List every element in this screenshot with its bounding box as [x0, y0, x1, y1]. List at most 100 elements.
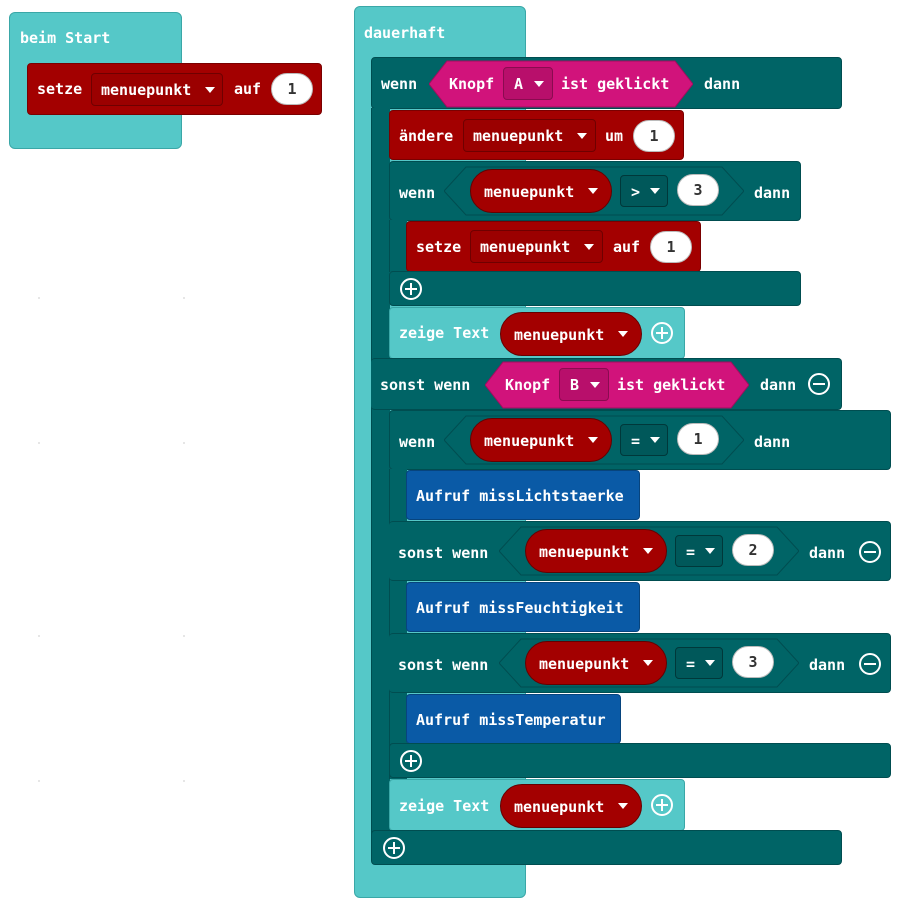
button-key-dropdown[interactable]: B [559, 368, 609, 401]
variable-dropdown[interactable]: menuepunkt [91, 73, 223, 106]
if-equals-footer [389, 743, 891, 778]
caret-down-icon [584, 244, 594, 250]
if-spine [371, 108, 390, 853]
to-keyword: auf [234, 80, 262, 98]
number-input[interactable]: 2 [732, 534, 774, 566]
caret-down-icon [577, 133, 587, 139]
minus-circle-icon[interactable] [859, 541, 881, 563]
button-key: A [514, 75, 524, 93]
variable-reporter[interactable]: menuepunkt [525, 641, 667, 685]
function-call-label: Aufruf missLichtstaerke [416, 487, 624, 505]
then-keyword: dann [754, 184, 791, 202]
minus-circle-icon[interactable] [859, 653, 881, 675]
then-keyword: dann [809, 544, 846, 562]
variable-name: menuepunkt [514, 798, 605, 816]
number-input[interactable]: 1 [650, 231, 692, 263]
if-else-block[interactable]: wenn Knopf A ist geklickt dann [371, 57, 842, 109]
operator: = [631, 432, 641, 450]
operator-dropdown[interactable]: > [620, 175, 668, 207]
variable-name: menuepunkt [539, 543, 630, 561]
set-variable-block[interactable]: setze menuepunkt auf 1 [27, 63, 322, 115]
if-else-footer [371, 830, 842, 865]
caret-down-icon [618, 803, 628, 809]
if-keyword: wenn [399, 433, 436, 451]
plus-circle-icon[interactable] [383, 837, 405, 859]
button-pressed-condition[interactable] [429, 58, 693, 110]
on-start-label: beim Start [20, 29, 111, 47]
set-variable-block[interactable]: setze menuepunkt auf 1 [406, 221, 701, 272]
caret-down-icon [643, 660, 653, 666]
function-call-label: Aufruf missTemperatur [416, 711, 606, 729]
variable-name: menuepunkt [484, 183, 575, 201]
button-key-dropdown[interactable]: A [503, 67, 553, 100]
number-input[interactable]: 1 [633, 120, 675, 152]
number-input[interactable]: 3 [732, 646, 774, 678]
clicked-label: ist geklickt [561, 75, 670, 93]
else-if-keyword: sonst wenn [398, 544, 489, 562]
variable-name: menuepunkt [514, 326, 605, 344]
forever-label: dauerhaft [364, 24, 446, 42]
plus-circle-icon[interactable] [400, 278, 422, 300]
show-text-keyword: zeige Text [399, 324, 490, 342]
caret-down-icon [534, 81, 544, 87]
clicked-label: ist geklickt [617, 376, 726, 394]
if-equals-spine [389, 469, 407, 779]
operator: > [631, 183, 641, 201]
number-input[interactable]: 1 [677, 423, 719, 455]
variable-reporter[interactable]: menuepunkt [525, 529, 667, 573]
variable-name: menuepunkt [480, 238, 571, 256]
variable-name: menuepunkt [539, 655, 630, 673]
show-text-keyword: zeige Text [399, 797, 490, 815]
caret-down-icon [705, 548, 715, 554]
then-keyword: dann [809, 656, 846, 674]
set-keyword: setze [416, 238, 462, 256]
then-keyword: dann [704, 75, 741, 93]
if-greater-block[interactable]: wenn menuepunkt > 3 dann [389, 161, 801, 221]
if-keyword: wenn [381, 75, 418, 93]
plus-circle-icon[interactable] [651, 794, 673, 816]
caret-down-icon [650, 437, 660, 443]
set-keyword: setze [37, 80, 83, 98]
function-call-label: Aufruf missFeuchtigkeit [416, 599, 624, 617]
button-key: B [570, 376, 580, 394]
caret-down-icon [618, 331, 628, 337]
caret-down-icon [650, 188, 660, 194]
variable-dropdown[interactable]: menuepunkt [470, 230, 603, 263]
change-variable-block[interactable]: ändere menuepunkt um 1 [389, 110, 684, 160]
function-call-block[interactable]: Aufruf missLichtstaerke [406, 470, 640, 520]
operator-dropdown[interactable]: = [675, 647, 723, 679]
then-keyword: dann [754, 433, 791, 451]
if-greater-footer [389, 271, 801, 306]
plus-circle-icon[interactable] [400, 750, 422, 772]
else-if-equals-3-block[interactable]: sonst wenn menuepunkt = 3 dann [389, 633, 891, 693]
else-if-keyword: sonst wenn [398, 656, 489, 674]
number-input[interactable]: 1 [271, 73, 313, 105]
variable-reporter[interactable]: menuepunkt [470, 169, 612, 213]
else-if-keyword: sonst wenn [380, 376, 471, 394]
operator-dropdown[interactable]: = [620, 424, 668, 456]
caret-down-icon [590, 382, 600, 388]
variable-name: menuepunkt [101, 81, 192, 99]
variable-reporter[interactable]: menuepunkt [500, 784, 642, 828]
show-text-block[interactable]: zeige Text menuepunkt [389, 307, 685, 359]
variable-reporter[interactable]: menuepunkt [500, 312, 642, 356]
function-call-block[interactable]: Aufruf missTemperatur [406, 694, 621, 744]
variable-dropdown[interactable]: menuepunkt [463, 119, 596, 152]
operator-dropdown[interactable]: = [675, 535, 723, 567]
to-keyword: auf [613, 238, 641, 256]
function-call-block[interactable]: Aufruf missFeuchtigkeit [406, 582, 640, 632]
button-pressed-condition[interactable] [485, 359, 749, 411]
if-greater-spine [389, 220, 407, 272]
variable-reporter[interactable]: menuepunkt [470, 418, 612, 462]
else-if-block[interactable]: sonst wenn Knopf B ist geklickt dann [371, 358, 842, 410]
caret-down-icon [705, 660, 715, 666]
show-text-block[interactable]: zeige Text menuepunkt [389, 779, 685, 831]
number-input[interactable]: 3 [677, 174, 719, 206]
plus-circle-icon[interactable] [651, 322, 673, 344]
minus-circle-icon[interactable] [808, 373, 830, 395]
operator: = [686, 655, 696, 673]
by-keyword: um [605, 127, 624, 145]
if-keyword: wenn [399, 184, 436, 202]
if-equals-1-block[interactable]: wenn menuepunkt = 1 dann [389, 410, 891, 470]
else-if-equals-2-block[interactable]: sonst wenn menuepunkt = 2 dann [389, 521, 891, 581]
